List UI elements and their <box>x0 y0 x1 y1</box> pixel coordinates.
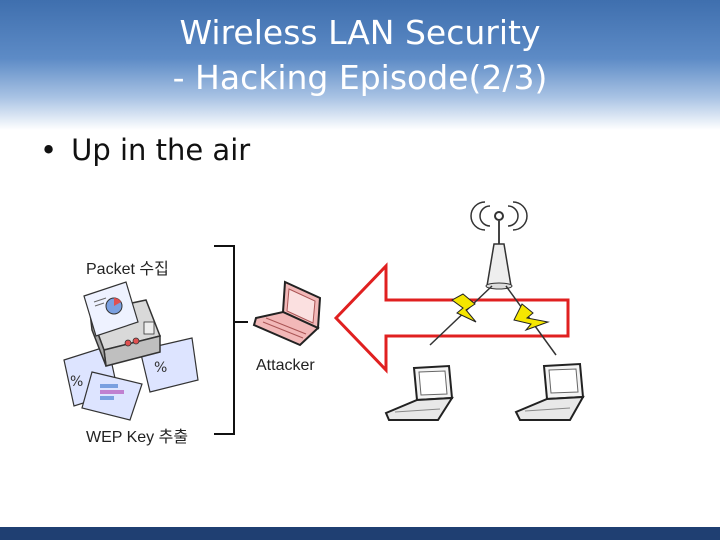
bullet-text: Up in the air <box>71 133 251 167</box>
arrow-icon <box>333 262 570 374</box>
wep-key-label: WEP Key 추출 <box>86 429 189 446</box>
bracket <box>214 245 248 435</box>
slide-header <box>0 0 720 130</box>
lightning-icon <box>451 293 477 323</box>
laptop-icon <box>514 362 585 421</box>
slide-title: Wireless LAN Security - Hacking Episode(… <box>0 10 720 100</box>
svg-text:%: % <box>154 360 167 376</box>
attacker-label: Attacker <box>256 357 315 374</box>
slide-footer <box>0 527 720 540</box>
bullet-item: •Up in the air <box>40 133 251 167</box>
title-line-2: - Hacking Episode(2/3) <box>172 58 548 97</box>
attacker-laptop-icon <box>252 280 322 347</box>
title-line-1: Wireless LAN Security <box>179 13 541 52</box>
packet-capture-label: Packet 수집 <box>86 261 169 278</box>
link-line <box>429 285 493 346</box>
laptop-icon <box>384 364 454 421</box>
printer-icon: % % <box>63 281 199 421</box>
antenna-icon <box>470 201 528 290</box>
lightning-icon <box>513 303 550 332</box>
svg-text:%: % <box>70 374 83 390</box>
